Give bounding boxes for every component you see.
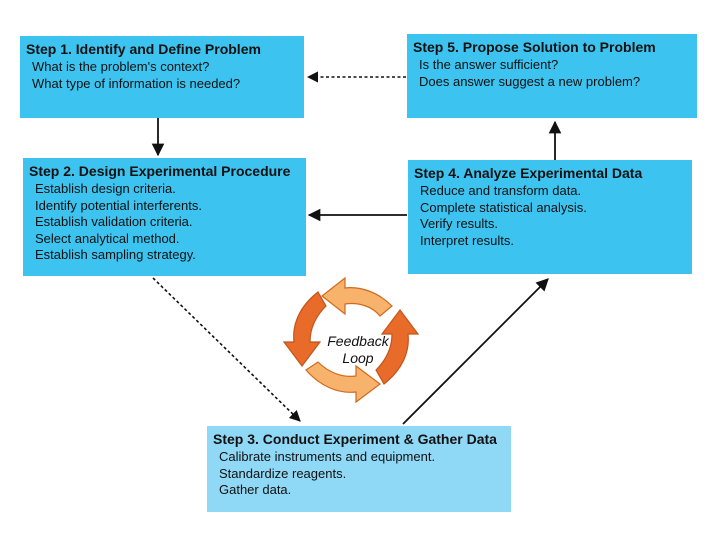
- step5-title: Step 5. Propose Solution to Problem: [413, 39, 656, 55]
- step4-item: Interpret results.: [420, 232, 514, 248]
- loop-arrow-top: [321, 276, 393, 317]
- step2-item: Establish validation criteria.: [35, 214, 193, 229]
- step3-box: Step 3. Conduct Experiment & Gather Data…: [207, 426, 511, 512]
- step3-item: Gather data.: [219, 482, 292, 497]
- step4-item: Complete statistical analysis.: [420, 199, 587, 215]
- step1-list: What is the problem's context? What type…: [26, 59, 298, 92]
- step2-item: Identify potential interferents.: [35, 197, 202, 213]
- feedback-loop-line1: Feedback: [327, 333, 389, 349]
- arrow-step2-to-step3: [152, 277, 301, 422]
- step5-item: Is the answer sufficient?: [419, 57, 559, 72]
- step1-box: Step 1. Identify and Define Problem What…: [20, 36, 304, 118]
- step3-item: Calibrate instruments and equipment.: [219, 449, 436, 464]
- step2-item: Select analytical method.: [35, 230, 180, 246]
- step3-title: Step 3. Conduct Experiment & Gather Data: [213, 431, 497, 447]
- step5-box: Step 5. Propose Solution to Problem Is t…: [407, 34, 697, 118]
- loop-arrow-left: [282, 291, 327, 367]
- step3-item: Standardize reagents.: [219, 465, 347, 481]
- step4-item: Verify results.: [420, 216, 499, 231]
- step2-box: Step 2. Design Experimental Procedure Es…: [23, 158, 306, 276]
- feedback-loop-line2: Loop: [342, 350, 374, 366]
- step1-title: Step 1. Identify and Define Problem: [26, 41, 261, 57]
- step4-list: Reduce and transform data. Complete stat…: [414, 183, 686, 249]
- loop-arrow-right: [375, 309, 420, 385]
- step2-list: Establish design criteria. Identify pote…: [29, 181, 300, 264]
- step4-item: Reduce and transform data.: [420, 183, 582, 198]
- step2-item: Establish design criteria.: [35, 181, 176, 196]
- arrow-step3-to-step4: [402, 278, 549, 425]
- loop-arrow-bottom: [305, 361, 381, 404]
- step3-list: Calibrate instruments and equipment. Sta…: [213, 449, 505, 499]
- step5-list: Is the answer sufficient? Does answer su…: [413, 57, 691, 90]
- step1-item: What type of information is needed?: [32, 75, 241, 91]
- step2-item: Establish sampling strategy.: [35, 247, 196, 262]
- step1-item: What is the problem's context?: [32, 59, 210, 74]
- step5-item: Does answer suggest a new problem?: [419, 73, 641, 89]
- step4-box: Step 4. Analyze Experimental Data Reduce…: [408, 160, 692, 274]
- feedback-loop-label: Feedback Loop: [318, 333, 398, 367]
- step2-title: Step 2. Design Experimental Procedure: [29, 163, 291, 179]
- step4-title: Step 4. Analyze Experimental Data: [414, 165, 643, 181]
- feedback-loop-icon: [282, 276, 420, 404]
